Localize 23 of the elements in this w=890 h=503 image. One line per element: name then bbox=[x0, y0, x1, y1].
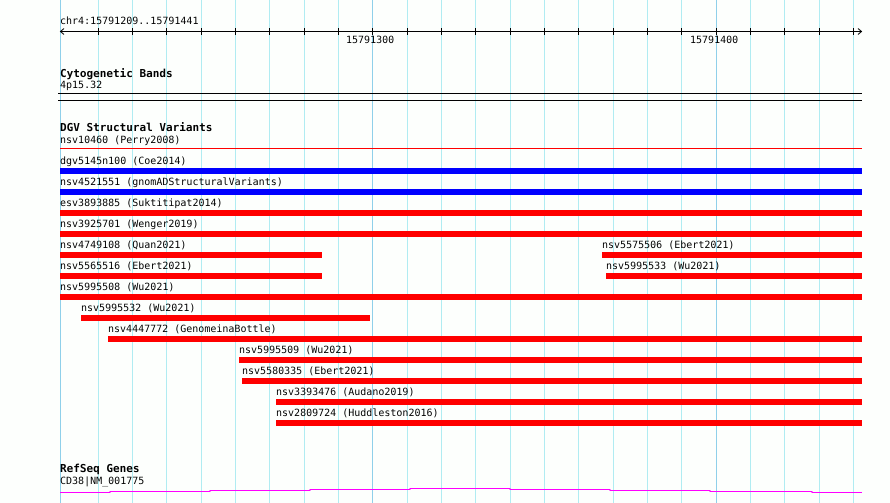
track-title: Cytogenetic Bands bbox=[60, 68, 173, 79]
feature-label: nsv5995533 (Wu2021) bbox=[606, 261, 720, 272]
tick-label: 15791400 bbox=[690, 35, 738, 46]
feature-label: nsv5575506 (Ebert2021) bbox=[602, 240, 734, 251]
feature-label: CD38|NM_001775 bbox=[60, 476, 144, 487]
feature-label: nsv5995509 (Wu2021) bbox=[239, 345, 354, 356]
feature-label: nsv4447772 (GenomeinaBottle) bbox=[108, 324, 277, 335]
feature-label: nsv3393476 (Audano2019) bbox=[276, 387, 414, 398]
feature-label: nsv3925701 (Wenger2019) bbox=[60, 219, 198, 230]
band-label: 4p15.32 bbox=[60, 80, 102, 91]
track-title: DGV Structural Variants bbox=[60, 122, 212, 133]
feature-label: nsv5995508 (Wu2021) bbox=[60, 282, 174, 293]
feature-label: nsv4521551 (gnomADStructuralVariants) bbox=[60, 177, 283, 188]
tick-label: 15791300 bbox=[346, 35, 394, 46]
feature-label: nsv5995532 (Wu2021) bbox=[81, 303, 196, 314]
feature-label: nsv10460 (Perry2008) bbox=[60, 135, 180, 146]
feature-label: nsv5565516 (Ebert2021) bbox=[60, 261, 192, 272]
feature-label: esv3893885 (Suktitipat2014) bbox=[60, 198, 223, 209]
coordinate-label: chr4:15791209..15791441 bbox=[60, 16, 198, 27]
feature-label: nsv5580335 (Ebert2021) bbox=[242, 366, 374, 377]
feature-label: nsv4749108 (Quan2021) bbox=[60, 240, 186, 251]
feature-label: dgv5145n100 (Coe2014) bbox=[60, 156, 186, 167]
feature-label: nsv2809724 (Huddleston2016) bbox=[276, 408, 439, 419]
